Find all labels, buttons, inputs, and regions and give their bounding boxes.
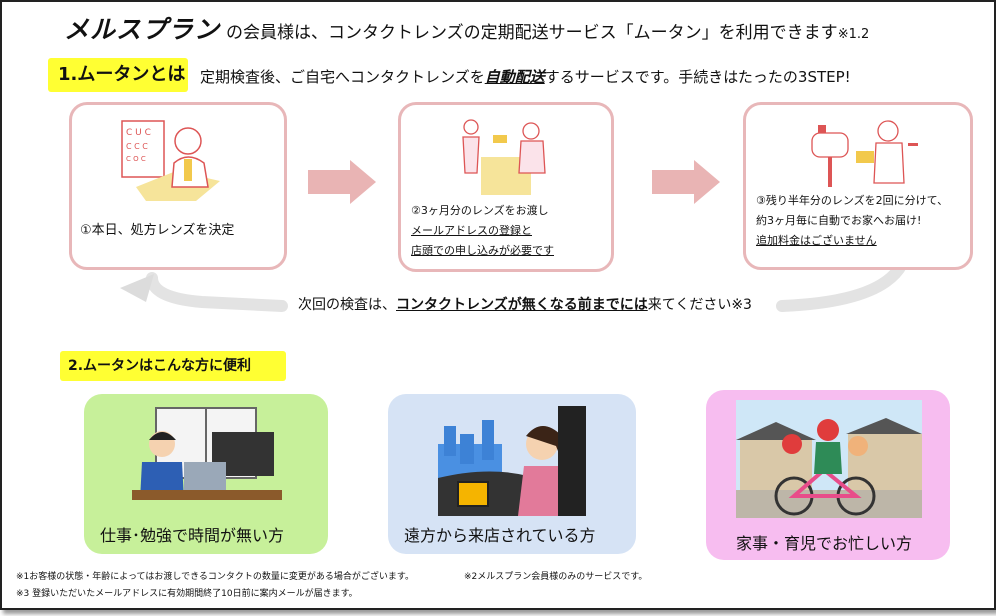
doctor-icon: C U C C C C C O C (121, 120, 220, 201)
cycle-text-bold: コンタクトレンズが無くなる前までには (396, 297, 648, 313)
brand-name: メルスプラン (64, 15, 221, 44)
cycle-text: 次回の検査は、コンタクトレンズが無くなる前までには来てください※3 (298, 294, 752, 314)
card-1-label: 仕事･勉強で時間が無い方 (100, 526, 285, 545)
header-note: ※1.2 (837, 27, 870, 42)
card-housework: 家事・育児でお忙しい方 (706, 390, 950, 560)
footnote-3: ※3 登録いただいたメールアドレスに有効期間終了10日前に案内メールが届きます。 (16, 589, 358, 599)
svg-text:C U C: C U C (126, 128, 151, 138)
card-2-label: 遠方から来店されている方 (404, 526, 596, 545)
step-2-text: ②3ヶ月分のレンズをお渡し メールアドレスの登録と 店頭での申し込みが必要です (411, 201, 554, 261)
cycle-text-pre: 次回の検査は、 (298, 297, 396, 313)
step-2-line2: メールアドレスの登録と (411, 224, 532, 237)
svg-text:C O C: C O C (126, 155, 146, 163)
handover-icon (462, 119, 546, 195)
cycle-arc (120, 258, 908, 312)
card-busy-work: 仕事･勉強で時間が無い方 (84, 394, 328, 554)
driver-icon (438, 406, 586, 516)
step-3-line2: 約3ヶ月毎に自動でお家へお届け! (756, 214, 922, 227)
step-3-line1: ③残り半年分のレンズを2回に分けて、 (756, 194, 949, 207)
footnote-1: ※1お客様の状態・年齢によってはお渡しできるコンタクトの数量に変更がある場合がご… (16, 572, 415, 582)
intro-emphasis: 自動配送 (484, 68, 545, 86)
section1-intro: 定期検査後、ご自宅へコンタクトレンズを自動配送するサービスです。手続きはたったの… (200, 66, 851, 87)
card-far-away: 遠方から来店されている方 (388, 394, 636, 554)
header: メルスプランの会員様は、コンタクトレンズの定期配送サービス「ムータン」を利用でき… (64, 10, 869, 46)
intro-pre: 定期検査後、ご自宅へコンタクトレンズを (200, 68, 485, 86)
svg-text:C C C: C C C (126, 142, 148, 151)
step-3-line3: 追加料金はございません (756, 234, 877, 247)
step-2-line1: ②3ヶ月分のレンズをお渡し (411, 204, 549, 217)
delivery-icon (811, 120, 918, 187)
arrow-right-icon (308, 160, 376, 204)
arrow-right-icon (652, 160, 720, 204)
intro-post: するサービスです。手続きはたったの3STEP! (544, 68, 851, 86)
step-2-line3: 店頭での申し込みが必要です (411, 244, 554, 257)
laptop-worker-icon (132, 407, 282, 500)
cycle-text-post: 来てください※3 (647, 297, 752, 313)
footnote-2: ※2メルスプラン会員様のみのサービスです。 (464, 572, 648, 582)
header-text: の会員様は、コンタクトレンズの定期配送サービス「ムータン」を利用できます (226, 23, 838, 43)
step-3-text: ③残り半年分のレンズを2回に分けて、 約3ヶ月毎に自動でお家へお届け! 追加料金… (756, 191, 948, 251)
step-3-box: ③残り半年分のレンズを2回に分けて、 約3ヶ月毎に自動でお家へお届け! 追加料金… (743, 102, 973, 270)
step-1-box: C U C C C C C O C ①本日、処方レンズを決定 (69, 102, 287, 270)
step-2-box: ②3ヶ月分のレンズをお渡し メールアドレスの登録と 店頭での申し込みが必要です (398, 102, 614, 272)
bicycle-family-icon (736, 400, 922, 518)
section1-badge: 1.ムータンとは (48, 58, 188, 92)
section2-badge: 2.ムータンはこんな方に便利 (60, 351, 286, 381)
step-1-text: ①本日、処方レンズを決定 (80, 223, 235, 238)
card-3-label: 家事・育児でお忙しい方 (736, 534, 913, 553)
